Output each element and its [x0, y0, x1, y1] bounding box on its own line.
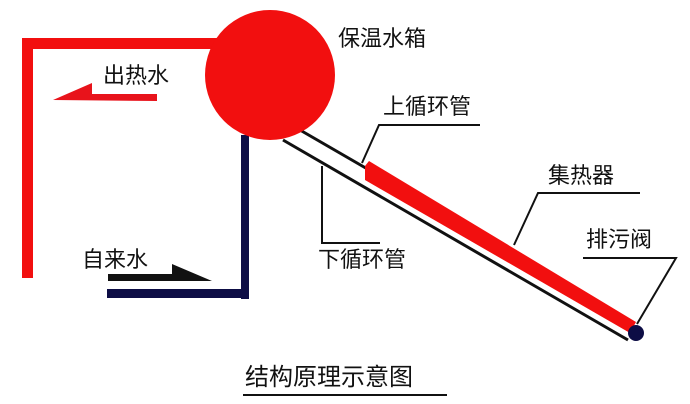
cold-water-arrow-icon	[108, 264, 212, 281]
lower-circulation-pipe-line	[282, 138, 629, 342]
cold-water-pipe	[107, 135, 249, 299]
hot-water-pipe	[22, 38, 222, 278]
label-hot-water-out: 出热水	[103, 64, 170, 89]
water-tank	[205, 10, 335, 140]
diagram-title: 结构原理示意图	[245, 363, 413, 391]
leader-lines	[243, 124, 678, 396]
circulation-pipes	[282, 128, 633, 342]
leader-drain-valve	[583, 257, 678, 325]
label-cold-water-in: 自来水	[82, 248, 149, 273]
leader-collector	[513, 192, 640, 246]
label-drain-valve: 排污阀	[586, 228, 653, 253]
label-upper-circulation-pipe: 上循环管	[383, 95, 472, 120]
leader-lower-circulation-pipe	[321, 166, 380, 244]
leader-upper-circulation-pipe	[361, 124, 480, 164]
drain-valve	[628, 325, 644, 341]
label-collector: 集热器	[548, 164, 615, 189]
collector	[365, 161, 636, 333]
label-lower-circulation-pipe: 下循环管	[318, 248, 407, 273]
hot-water-arrow-icon	[53, 83, 157, 101]
label-water-tank: 保温水箱	[338, 27, 427, 52]
